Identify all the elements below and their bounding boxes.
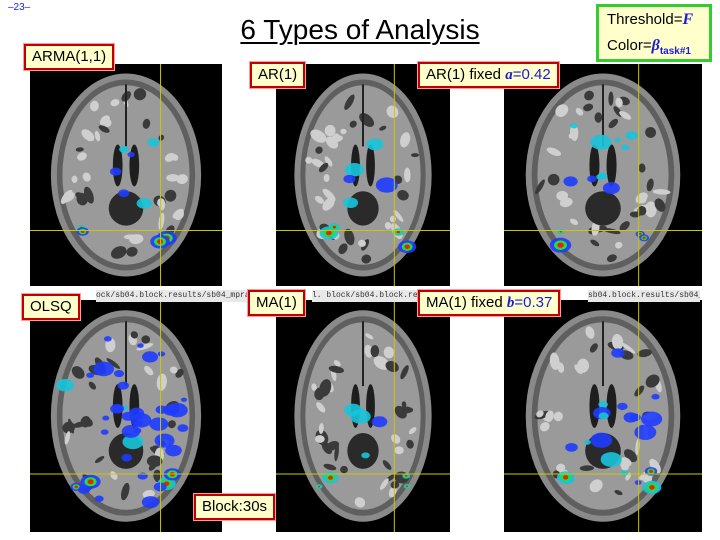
threshold-line: Threshold=F <box>607 11 694 28</box>
brain-panel-ar1-fixed <box>504 64 702 286</box>
label-ma1: MA(1) <box>248 290 305 316</box>
brain-slice-image <box>30 64 222 286</box>
window-path-strip: l. block/sb04.block.results/sb04_mpra <box>312 290 422 302</box>
label-ar1: AR(1) <box>250 62 306 88</box>
label-ar1-fixed: AR(1) fixed a=0.42 <box>418 62 559 88</box>
brain-panel-arma <box>30 64 222 286</box>
color-line: Color=βtask#1 <box>607 37 691 57</box>
brain-slice-image <box>276 300 450 532</box>
brain-slice-image <box>276 64 450 286</box>
label-ma1-fixed: MA(1) fixed b=0.37 <box>418 290 561 316</box>
brain-panel-ar1 <box>276 64 450 286</box>
slide-title: 6 Types of Analysis <box>240 14 480 45</box>
brain-slice-image <box>504 300 702 532</box>
brain-slice-image <box>30 300 222 532</box>
brain-panel-ma1-fixed <box>504 300 702 532</box>
brain-panel-ma1 <box>276 300 450 532</box>
page-number: –23– <box>8 2 31 13</box>
legend-box: Threshold=F Color=βtask#1 <box>596 4 712 62</box>
brain-panel-olsq <box>30 300 222 532</box>
window-path-strip: ock/sb04.block.results/sb04_mpra+orig & … <box>96 290 266 302</box>
label-arma: ARMA(1,1) <box>24 44 115 70</box>
brain-slice-image <box>504 64 702 286</box>
label-olsq: OLSQ <box>22 294 80 320</box>
window-path-strip: sb04.block.results/sb04_mpra <box>588 290 700 302</box>
label-block: Block:30s <box>194 494 276 520</box>
